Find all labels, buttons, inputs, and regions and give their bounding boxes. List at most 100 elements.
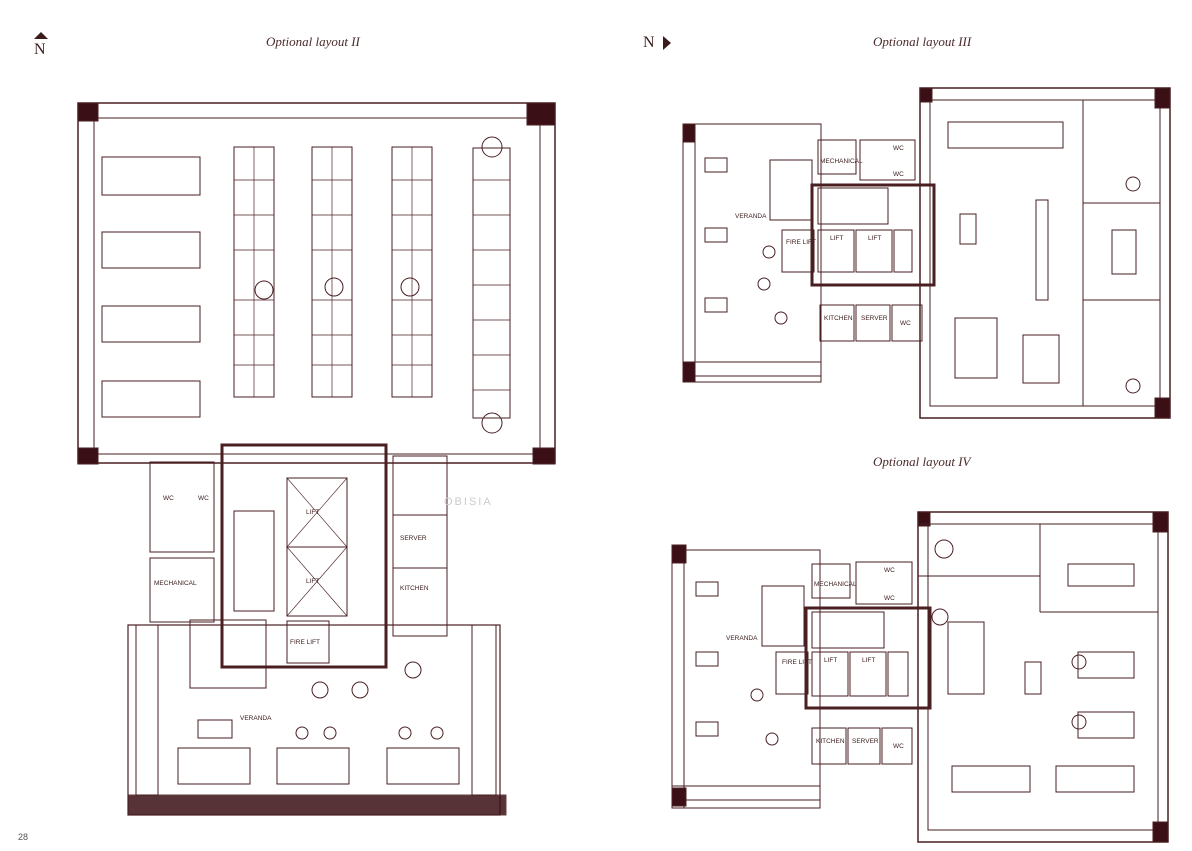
wc-label: WC xyxy=(163,495,174,502)
wc xyxy=(891,304,923,342)
column xyxy=(526,102,556,126)
mechanical-room xyxy=(811,563,851,599)
desk-cluster xyxy=(947,121,1064,149)
layout-ii-title: Optional layout II xyxy=(266,34,360,49)
lift xyxy=(893,229,913,273)
office-inner xyxy=(927,523,1159,831)
planter-bottom xyxy=(682,361,822,377)
mechanical-label: MECHANICAL xyxy=(820,158,863,165)
veranda-outline xyxy=(682,123,822,383)
reception-desk xyxy=(959,213,977,245)
column xyxy=(77,102,99,122)
column xyxy=(917,511,931,527)
desk-dividers xyxy=(234,147,510,397)
plants xyxy=(254,136,503,434)
mechanical-label: MECHANICAL xyxy=(814,581,857,588)
north-indicator-right: N xyxy=(643,34,671,52)
stair-2 xyxy=(769,159,813,221)
stair xyxy=(817,187,889,225)
planter-left xyxy=(682,123,696,383)
column xyxy=(1152,821,1169,843)
desk-cluster xyxy=(954,317,998,379)
desk-cluster xyxy=(1077,711,1135,739)
planter-left xyxy=(135,624,159,796)
meeting-room xyxy=(917,523,1041,577)
wc-block xyxy=(855,561,913,605)
furniture xyxy=(695,539,1087,746)
lift xyxy=(849,651,887,697)
planter-right xyxy=(471,624,497,796)
office-outline xyxy=(77,102,556,464)
reception-counter xyxy=(1024,661,1042,695)
core-outline xyxy=(804,606,932,710)
lift xyxy=(811,651,849,697)
column xyxy=(919,87,933,103)
lift xyxy=(817,229,855,273)
layout-ii-plan xyxy=(77,102,556,816)
fire-lift xyxy=(775,651,809,695)
lift-label: LIFT xyxy=(862,657,875,664)
column xyxy=(1154,397,1171,419)
veranda-label: VERANDA xyxy=(726,635,758,642)
office-inner xyxy=(93,117,541,455)
fire-lift-label: FIRE LIFT xyxy=(290,639,320,646)
wc-block xyxy=(859,139,916,181)
north-indicator-left: N xyxy=(34,32,48,59)
veranda-label: VERANDA xyxy=(240,715,272,722)
office-outline xyxy=(917,511,1169,843)
lift-label: LIFT xyxy=(824,657,837,664)
page-number: 28 xyxy=(18,832,29,842)
column xyxy=(671,544,687,564)
mechanical-room xyxy=(149,557,215,623)
kitchen-label: KITCHEN xyxy=(816,738,845,745)
lift-label: LIFT xyxy=(306,578,319,585)
north-arrow-right-icon xyxy=(662,36,671,51)
north-label: N xyxy=(34,41,46,58)
stair xyxy=(233,510,275,612)
service-block xyxy=(392,455,448,637)
stair-2 xyxy=(189,619,267,689)
server xyxy=(855,304,891,342)
column xyxy=(682,361,696,383)
veranda-outline xyxy=(671,549,821,809)
desk-rows xyxy=(233,146,511,419)
server-label: SERVER xyxy=(861,315,888,322)
kitchen xyxy=(819,304,855,342)
wc-label: WC xyxy=(893,743,904,750)
wc-label: WC xyxy=(893,171,904,178)
core-outline xyxy=(810,183,936,287)
reception-desk xyxy=(947,621,985,695)
fire-lift xyxy=(781,229,815,273)
meeting-table xyxy=(1111,229,1137,275)
north-label: N xyxy=(643,34,655,51)
column xyxy=(1152,511,1169,533)
lift-label: LIFT xyxy=(306,509,319,516)
core-outline xyxy=(220,443,388,669)
wc-label: WC xyxy=(893,145,904,152)
office-outline xyxy=(919,87,1171,419)
layout-iv-plan xyxy=(671,511,1169,843)
fire-lift xyxy=(286,620,330,664)
furniture xyxy=(704,157,1141,394)
lift-label: LIFT xyxy=(868,235,881,242)
office-inner xyxy=(929,99,1161,407)
layout-iv-title: Optional layout IV xyxy=(873,454,971,469)
desk-cluster xyxy=(1022,334,1060,384)
kitchen-label: KITCHEN xyxy=(824,315,853,322)
stair-2 xyxy=(761,585,805,647)
column xyxy=(77,447,99,465)
wc-label: WC xyxy=(900,320,911,327)
desk-cluster xyxy=(951,765,1031,793)
wc-label: WC xyxy=(884,567,895,574)
server xyxy=(847,727,881,765)
watermark: OBISIA xyxy=(444,496,493,508)
lift xyxy=(855,229,893,273)
sofa-sets xyxy=(177,719,460,785)
kitchen xyxy=(811,727,847,765)
desk-cluster xyxy=(1077,651,1135,679)
fire-lift-label: FIRE LIFT xyxy=(782,659,812,666)
column xyxy=(1154,87,1171,109)
planter-bottom xyxy=(671,785,821,801)
wc xyxy=(881,727,913,765)
meeting-table xyxy=(1067,563,1135,587)
